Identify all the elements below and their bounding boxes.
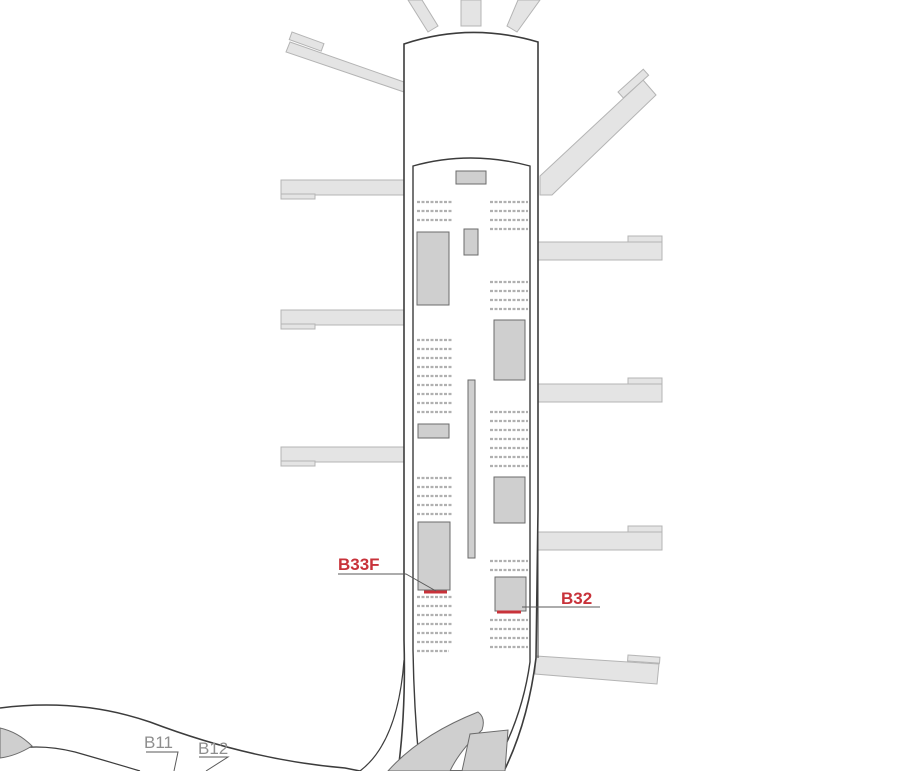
elevator[interactable]	[463, 228, 479, 256]
seating-right-bottom	[490, 618, 528, 649]
gate-label-b12[interactable]: B12	[198, 739, 228, 758]
kiosk-top[interactable]	[455, 170, 487, 185]
jetbridges-left	[280, 31, 405, 467]
jetbridges-right	[534, 68, 663, 685]
jetbridge-left-3[interactable]	[280, 446, 405, 463]
seating-right-mid-2	[490, 410, 528, 468]
lower-terminal	[0, 711, 509, 771]
interior-blocks	[416, 170, 527, 612]
jetbridge-top-left-tip	[288, 31, 325, 52]
jetbridge-right-1-tip	[627, 235, 663, 243]
shop-right-1[interactable]	[493, 319, 526, 381]
lower-wall-right	[529, 512, 539, 662]
walkway-curve-to-concourse	[359, 659, 405, 771]
seating-top-right	[490, 200, 528, 231]
seating-right-lower	[490, 559, 528, 572]
jetbridge-left-2-tip	[280, 323, 316, 330]
jetbridge-top-3[interactable]	[506, 0, 541, 33]
lower-building-right	[461, 729, 509, 771]
seating-left-bottom	[417, 595, 453, 653]
jetbridge-top-left[interactable]	[285, 41, 405, 93]
gate-highlights	[424, 590, 521, 614]
seating-top-left	[417, 200, 453, 222]
lower-left-sliver	[0, 727, 33, 759]
center-divider	[467, 379, 476, 559]
jetbridges-top	[407, 0, 541, 33]
walkway-curve-outer	[0, 704, 361, 771]
jetbridge-left-3-tip	[280, 460, 316, 467]
gate-labels: B33F B32 B11 B12	[144, 555, 592, 758]
jetbridge-right-2-tip	[627, 377, 663, 385]
jetbridge-top-right-tip	[617, 68, 650, 99]
seating-right-mid-1	[490, 280, 528, 311]
gate-label-b32[interactable]: B32	[561, 589, 592, 608]
jetbridge-left-1-tip	[280, 193, 316, 200]
jetbridge-top-2[interactable]	[460, 0, 482, 27]
jetbridge-right-3[interactable]	[537, 531, 663, 551]
jetbridge-right-2[interactable]	[537, 383, 663, 403]
shop-right-3[interactable]	[494, 576, 527, 612]
jetbridge-left-1[interactable]	[280, 179, 405, 196]
shop-left-1[interactable]	[416, 231, 450, 306]
shop-left-3[interactable]	[417, 521, 451, 591]
shop-left-2[interactable]	[417, 423, 450, 439]
jetbridge-left-2[interactable]	[280, 309, 405, 326]
leader-b12	[199, 756, 230, 771]
shop-right-2[interactable]	[493, 476, 526, 524]
jetbridge-top-right[interactable]	[539, 79, 657, 196]
lower-building-left	[387, 711, 484, 771]
jetbridge-right-3-tip	[627, 525, 663, 533]
lower-wall-left	[403, 512, 414, 650]
jetbridge-top-1[interactable]	[407, 0, 439, 33]
jetbridge-right-1[interactable]	[537, 241, 663, 261]
leader-lines	[146, 573, 600, 771]
seating	[417, 200, 528, 653]
gate-label-b11[interactable]: B11	[144, 733, 173, 752]
leader-b33f	[338, 573, 437, 592]
seating-left-mid	[417, 338, 453, 414]
seating-left-lower	[417, 476, 453, 516]
leader-b11	[146, 751, 179, 771]
jetbridge-right-4-tip	[627, 654, 661, 664]
gate-label-b33f[interactable]: B33F	[338, 555, 380, 574]
